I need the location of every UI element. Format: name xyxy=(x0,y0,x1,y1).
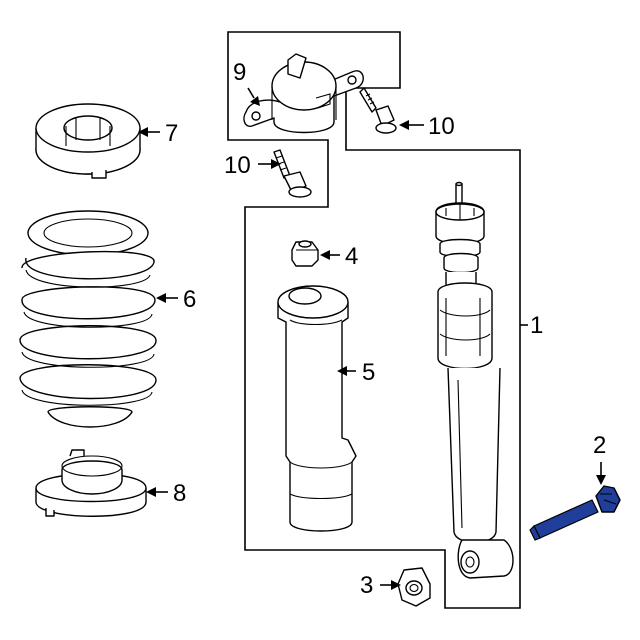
bolt-tip xyxy=(529,524,541,541)
callout-3: 3 xyxy=(360,572,373,599)
callout-9: 9 xyxy=(233,59,246,86)
upper-spring-insulator[interactable] xyxy=(35,103,141,179)
shock-absorber[interactable] xyxy=(435,181,514,579)
shock-nut[interactable] xyxy=(291,240,319,267)
coil-spring[interactable] xyxy=(19,210,157,428)
dust-boot[interactable] xyxy=(277,285,357,532)
bolt-head xyxy=(595,485,621,513)
lower-mount-nut[interactable] xyxy=(397,567,431,607)
callout-2: 2 xyxy=(593,432,606,459)
mount-bolt-lower[interactable] xyxy=(273,149,312,198)
assembly-frame xyxy=(227,31,521,609)
callout-8: 8 xyxy=(173,480,186,507)
callout-4: 4 xyxy=(345,243,358,270)
lower-spring-insulator[interactable] xyxy=(35,449,147,517)
bolt-shank xyxy=(533,499,599,539)
mount-bolt-upper[interactable] xyxy=(359,87,397,134)
callout-1: 1 xyxy=(530,312,543,339)
callout-10-upper: 10 xyxy=(428,113,455,140)
callout-6: 6 xyxy=(183,286,196,313)
callout-7: 7 xyxy=(165,120,178,147)
callout-10-lower: 10 xyxy=(224,152,251,179)
upper-mount[interactable] xyxy=(243,53,364,134)
shock-mounting-bolt[interactable] xyxy=(529,485,621,541)
leader-arrows xyxy=(138,87,606,590)
callout-5: 5 xyxy=(362,359,375,386)
